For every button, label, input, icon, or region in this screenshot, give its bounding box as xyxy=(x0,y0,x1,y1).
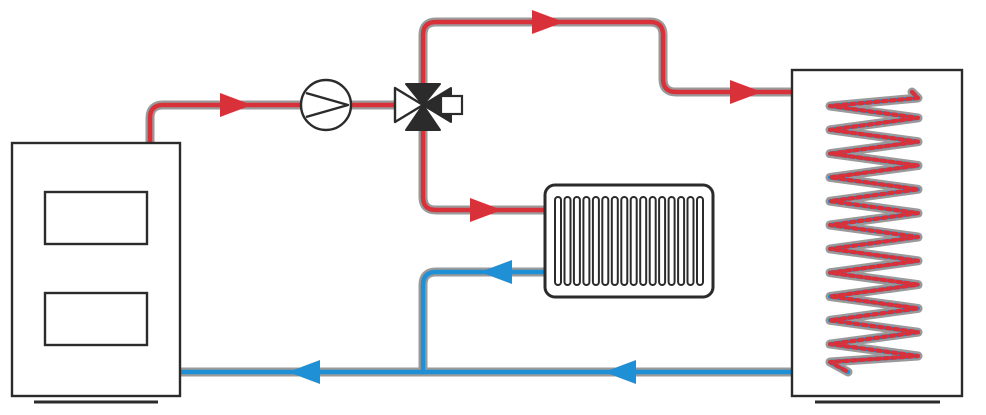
radiator-fin xyxy=(601,196,610,286)
hot-supply-pipe-casing xyxy=(145,100,400,148)
boiler-icon xyxy=(10,141,182,404)
radiator-fin xyxy=(648,196,657,286)
boiler-body xyxy=(10,141,182,398)
radiator-fin xyxy=(591,196,600,286)
radiator-fin xyxy=(658,196,667,286)
cold-flow-arrow-radiator-outlet xyxy=(480,260,512,284)
valve-bottom-triangle xyxy=(405,104,441,131)
radiator-fin xyxy=(686,196,695,286)
valve-left-triangle xyxy=(393,86,425,124)
radiator-fin xyxy=(610,196,619,286)
hot-supply-pipe xyxy=(147,102,398,146)
pump-housing xyxy=(299,78,353,132)
radiator-fin xyxy=(629,196,638,286)
circulation-pump-icon xyxy=(299,78,353,132)
hot-flow-arrow-tank-inlet xyxy=(730,80,762,104)
radiator-fin xyxy=(677,196,686,286)
hot-flow-arrow-top-run xyxy=(532,10,564,34)
cold-radiator-return-pipe xyxy=(420,269,548,375)
heat-exchanger-coil xyxy=(825,87,923,377)
flow-arrows xyxy=(220,10,762,384)
radiator-fin xyxy=(563,196,572,286)
radiator-fin xyxy=(639,196,648,286)
valve-top-triangle xyxy=(405,83,441,106)
radiator-fin xyxy=(554,196,562,286)
radiator-fin xyxy=(667,196,676,286)
radiator-fin xyxy=(620,196,629,286)
storage-tank-coil-icon xyxy=(790,68,964,404)
hot-tank-pipe xyxy=(420,19,915,95)
hot-flow-arrow-radiator-inlet xyxy=(470,198,502,222)
three-way-valve-icon xyxy=(393,83,464,131)
hot-radiator-pipe xyxy=(420,121,548,213)
radiator-fins xyxy=(554,196,704,286)
coil-fluid xyxy=(827,89,921,375)
radiator-fin xyxy=(582,196,591,286)
pump-direction-mark xyxy=(305,91,350,119)
radiator-fin xyxy=(696,196,704,286)
cold-flow-arrow-boiler-return xyxy=(288,360,320,384)
cold-flow-arrow-tank-return xyxy=(604,360,636,384)
radiator-icon xyxy=(543,183,715,299)
hot-flow-arrow-pump-inlet xyxy=(220,93,252,117)
hot-radiator-pipe-casing xyxy=(418,119,550,215)
boiler-panel-upper xyxy=(43,190,149,246)
cold-radiator-return-casing xyxy=(418,267,550,377)
radiator-fin xyxy=(572,196,581,286)
valve-actuator xyxy=(439,94,464,116)
boiler-panel-lower xyxy=(43,291,149,347)
